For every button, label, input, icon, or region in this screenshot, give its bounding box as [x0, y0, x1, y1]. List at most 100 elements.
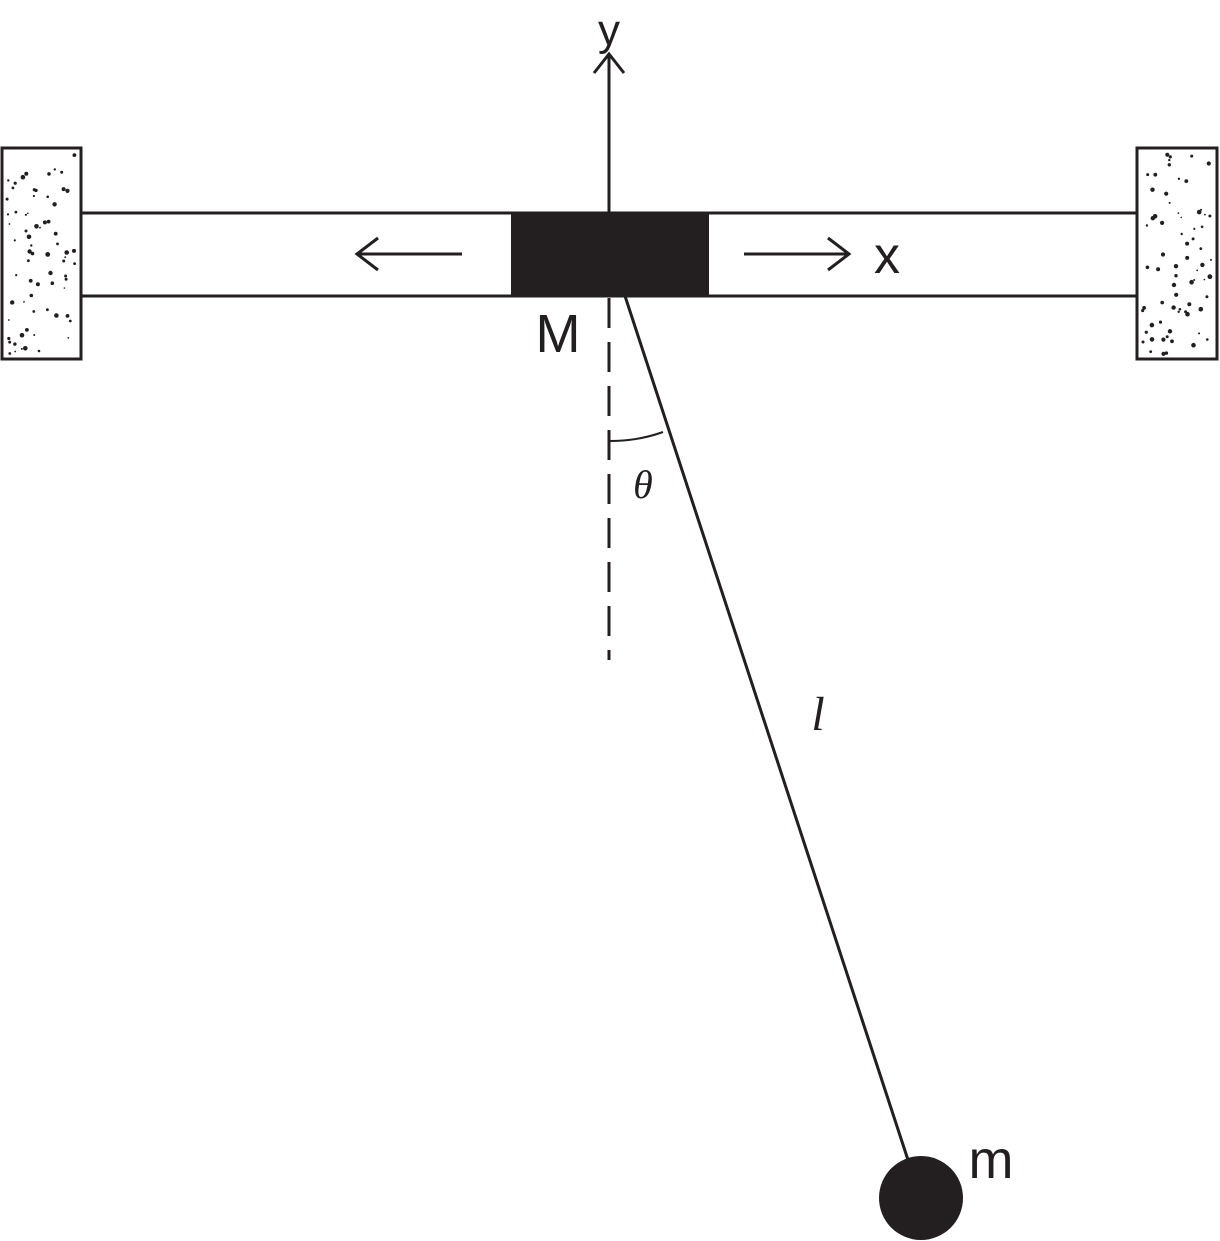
speckle-dot [1174, 292, 1179, 297]
speckle-dot [1199, 247, 1203, 251]
speckle-dot [1164, 351, 1169, 355]
speckle-dot [1193, 279, 1196, 281]
speckle-dot [20, 347, 23, 350]
speckle-dot [1171, 305, 1176, 310]
speckle-dot [8, 223, 11, 225]
speckle-dot [24, 229, 28, 233]
speckle-dot [1200, 225, 1204, 229]
slider-mass-label: M [536, 304, 581, 364]
angle-label: θ [633, 462, 653, 507]
speckle-dot [1149, 337, 1155, 342]
speckle-dot [1203, 278, 1206, 281]
speckle-dot [1160, 252, 1166, 257]
speckle-dot [8, 340, 12, 344]
speckle-dot [29, 293, 34, 298]
x-axis-label: x [874, 227, 900, 285]
speckle-dot [1196, 209, 1202, 215]
speckle-dot [1200, 262, 1205, 268]
speckle-dot [1174, 274, 1178, 278]
speckle-dot [64, 277, 68, 281]
speckle-dot [19, 332, 25, 338]
speckle-dot [1185, 241, 1190, 246]
speckle-dot [42, 220, 47, 225]
speckle-dot [34, 224, 39, 229]
speckle-dot [1170, 339, 1174, 344]
speckle-dot [27, 259, 30, 263]
speckle-dot [53, 231, 58, 236]
speckle-dot [1141, 309, 1145, 313]
speckle-dot [33, 334, 36, 336]
speckle-dot [1180, 232, 1183, 236]
speckle-dot [1187, 302, 1192, 307]
speckle-dot [1149, 350, 1153, 353]
speckle-dot [13, 181, 17, 185]
speckle-dot [1164, 191, 1169, 196]
left-wall-support [0, 146, 83, 361]
speckle-dot [64, 256, 67, 259]
speckle-dot [1177, 212, 1180, 215]
speckle-dot [1141, 340, 1145, 344]
speckle-dot [1168, 158, 1171, 162]
speckle-dot [1180, 216, 1182, 219]
speckle-dot [20, 174, 26, 180]
speckle-dot [27, 212, 29, 215]
speckle-dot [25, 328, 29, 332]
speckle-dot [1144, 330, 1148, 334]
speckle-dot [1177, 310, 1180, 313]
speckle-dot [63, 287, 66, 289]
speckle-dot [64, 250, 69, 255]
speckle-dot [1168, 155, 1172, 159]
y-axis-arrow [592, 51, 626, 213]
speckle-dot [52, 202, 57, 207]
speckle-dot [6, 213, 10, 216]
speckle-dot [23, 346, 28, 351]
speckle-dot [39, 226, 41, 229]
speckle-dot [1145, 265, 1150, 270]
left-motion-arrow [354, 236, 462, 272]
right-wall-support [1135, 146, 1219, 361]
speckle-dot [1190, 154, 1194, 158]
speckle-dot [37, 349, 41, 353]
speckle-dot [1184, 310, 1188, 314]
speckle-dot [1146, 173, 1150, 177]
speckle-dot [1210, 258, 1212, 261]
speckle-dot [1193, 227, 1196, 230]
speckle-dot [72, 248, 76, 253]
speckle-dot [1167, 329, 1173, 334]
speckle-dot [1161, 337, 1166, 342]
speckle-dot [5, 197, 9, 201]
speckle-dot [1156, 267, 1161, 272]
speckle-dot [53, 168, 56, 171]
speckle-dot [73, 262, 76, 265]
right-motion-arrow [744, 236, 852, 272]
pendulum-bob [879, 1156, 963, 1240]
speckle-dot [72, 153, 77, 158]
speckle-dot [1165, 335, 1169, 339]
speckle-dot [60, 170, 64, 174]
speckle-dot [1185, 255, 1190, 260]
speckle-dot [8, 352, 12, 355]
speckle-dot [50, 281, 55, 286]
speckle-dot [1178, 308, 1182, 311]
speckle-dot [35, 282, 40, 287]
speckle-dot [1191, 237, 1195, 241]
speckle-dot [46, 308, 49, 312]
speckle-dot [1198, 332, 1201, 335]
pendulum-string [623, 295, 911, 1164]
speckle-dot [65, 314, 70, 318]
y-axis-label: y [598, 6, 620, 55]
speckle-dot [1160, 300, 1164, 305]
speckle-dot [32, 310, 36, 313]
speckle-dot [30, 251, 35, 256]
speckle-dot [10, 300, 15, 305]
speckle-dot [45, 252, 51, 257]
speckle-dot [14, 350, 17, 353]
speckle-dot [7, 336, 11, 341]
speckle-dot [1158, 320, 1163, 324]
speckle-dot [7, 319, 10, 321]
speckle-dot [24, 213, 27, 216]
speckle-dot [24, 171, 29, 176]
speckle-dot [1208, 214, 1212, 218]
